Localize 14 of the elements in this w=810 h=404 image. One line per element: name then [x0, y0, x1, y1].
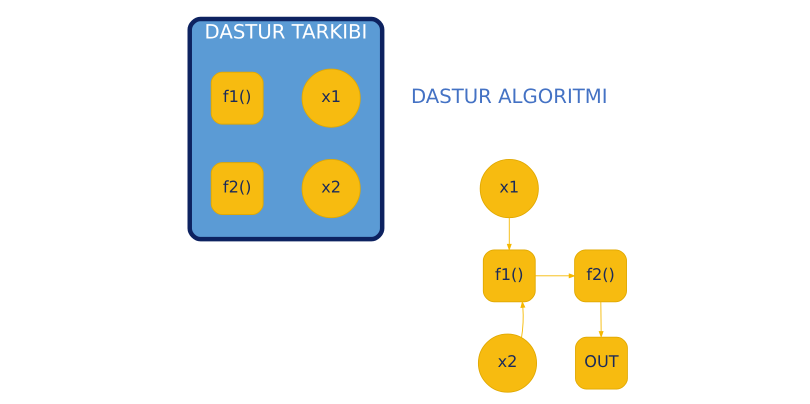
arrow: [520, 300, 526, 338]
node-box: f2(): [574, 249, 627, 302]
node-box: OUT: [575, 336, 628, 390]
arrow: [506, 217, 512, 251]
node-circle: x1: [302, 68, 361, 128]
node-circle: x1: [480, 159, 539, 218]
arrow: [534, 273, 576, 278]
node-box: f1(): [482, 249, 536, 302]
node-circle: x2: [302, 159, 361, 218]
arrow: [598, 301, 604, 338]
node-box: f1(): [210, 72, 264, 125]
node-box: f2(): [210, 162, 264, 215]
node-circle: x2: [478, 334, 538, 393]
label: DASTUR ALGORITMI: [410, 85, 608, 108]
